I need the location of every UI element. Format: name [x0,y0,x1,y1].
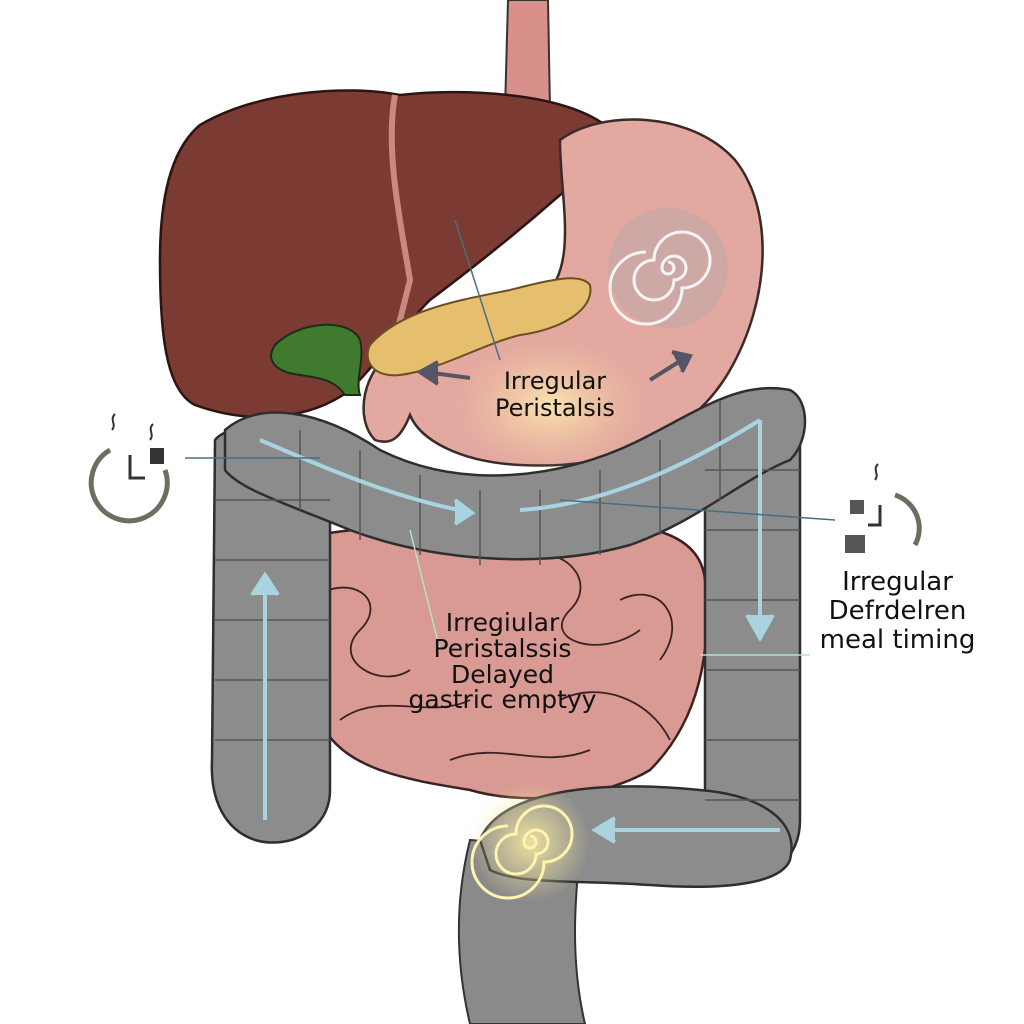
colon-segments [215,400,800,801]
label-line: Irregular [503,367,607,395]
label-line: Peristalssis [433,633,572,663]
gallbladder [270,323,363,396]
stomach-glow [455,340,645,470]
liver [158,89,609,419]
label-line: meal timing [819,625,976,656]
stomach-arrows [416,350,693,386]
label-line: Delayed [451,659,554,689]
flow-arrows [250,418,780,844]
leader-lines [185,219,836,656]
label-line: gastric emptyy [408,685,597,715]
irregular-clock-icon-right [845,463,922,553]
label-line: Peristalsis [495,393,615,422]
pancreas [366,277,592,377]
label-line: Defrdelren [828,596,967,627]
intestine-label: Irregiular Peristalssis Delayed gastric … [395,610,610,713]
stomach-spiral-icon [608,208,728,328]
label-line: Irregular [842,567,953,597]
label-line: Irregiular [445,608,560,637]
liver-ligament [388,94,414,341]
irregular-clock-icon-left [88,413,170,524]
meal-timing-label: Irregular Defrdelren meal timing [810,567,985,656]
colon-spiral-icon [470,782,590,902]
stomach-peristalsis-label: Irregular Peristalsis [455,368,655,422]
